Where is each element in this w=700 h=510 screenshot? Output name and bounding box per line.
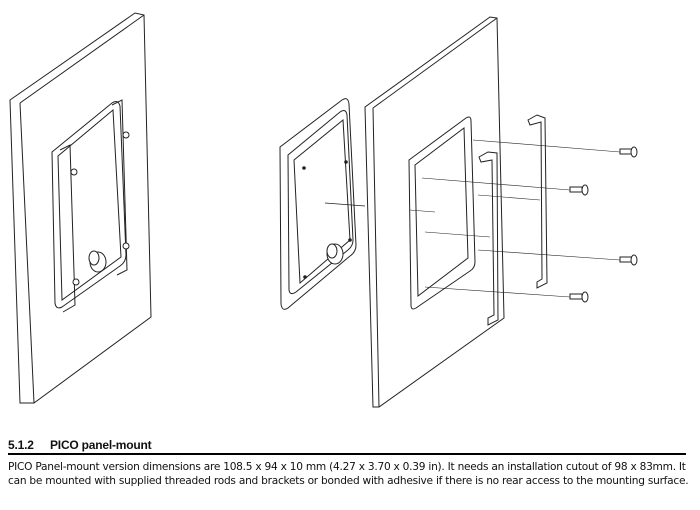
bracket-drawing (478, 114, 548, 326)
pico-device-drawing (279, 98, 366, 310)
section-number: 5.1.2 (8, 438, 34, 452)
section-title: PICO panel-mount (50, 438, 152, 452)
screw-drawings (569, 146, 638, 303)
assembly-guide-lines (409, 139, 621, 298)
assembled-panel-drawing (9, 12, 152, 404)
screw-icon (569, 291, 589, 303)
screw-icon (619, 254, 638, 266)
screw-icon (619, 146, 638, 158)
panel-mount-illustration (9, 12, 638, 408)
screw-icon (569, 184, 589, 196)
section-heading: 5.1.2 PICO panel-mount (8, 438, 686, 455)
section-body-text: PICO Panel-mount version dimensions are … (8, 461, 689, 487)
